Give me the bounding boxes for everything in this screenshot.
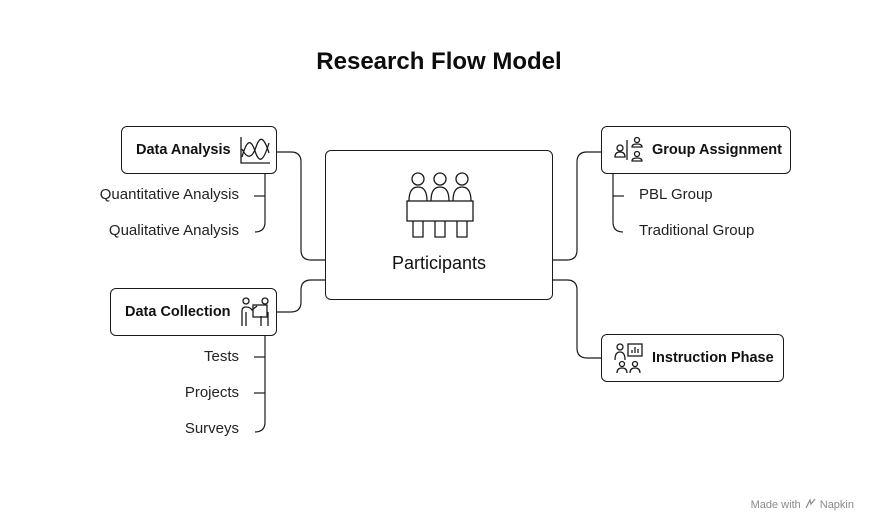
data-collection-label: Data Collection	[125, 304, 231, 320]
link-data-collection	[277, 279, 325, 313]
wave-chart-icon	[239, 135, 271, 165]
data-collection-item: Tests	[203, 348, 239, 365]
meeting-people-icon	[406, 171, 474, 244]
instruction-phase-node[interactable]: Instruction Phase	[601, 334, 784, 382]
data-analysis-label: Data Analysis	[136, 142, 231, 158]
data-collection-node[interactable]: Data Collection	[110, 288, 277, 336]
data-analysis-item: Qualitative Analysis	[108, 222, 239, 239]
group-assignment-node[interactable]: Group Assignment	[601, 126, 791, 174]
data-collection-item: Surveys	[184, 420, 239, 437]
group-assignment-item: PBL Group	[639, 186, 713, 203]
data-collection-item: Projects	[184, 384, 239, 401]
bracket-group-assignment	[612, 174, 624, 233]
group-assignment-item: Traditional Group	[639, 222, 755, 239]
watermark[interactable]: Made with Napkin	[751, 498, 854, 512]
link-group-assignment	[553, 151, 601, 261]
teacher-audience-icon	[614, 342, 644, 374]
link-data-analysis	[277, 151, 325, 261]
bracket-data-collection	[254, 336, 266, 433]
watermark-brand: Napkin	[819, 499, 854, 511]
presenter-board-icon	[239, 296, 271, 328]
instruction-phase-label: Instruction Phase	[652, 350, 774, 366]
data-analysis-node[interactable]: Data Analysis	[121, 126, 277, 174]
data-analysis-item: Quantitative Analysis	[99, 186, 239, 203]
watermark-prefix: Made with	[750, 499, 801, 511]
napkin-logo-icon	[805, 498, 816, 512]
group-assignment-label: Group Assignment	[652, 142, 782, 158]
bracket-data-analysis	[254, 174, 266, 233]
participants-node[interactable]: Participants	[325, 150, 553, 300]
diagram-title: Research Flow Model	[316, 48, 562, 75]
people-split-icon	[614, 135, 644, 165]
participants-label: Participants	[391, 253, 487, 273]
link-instruction-phase	[553, 279, 601, 359]
